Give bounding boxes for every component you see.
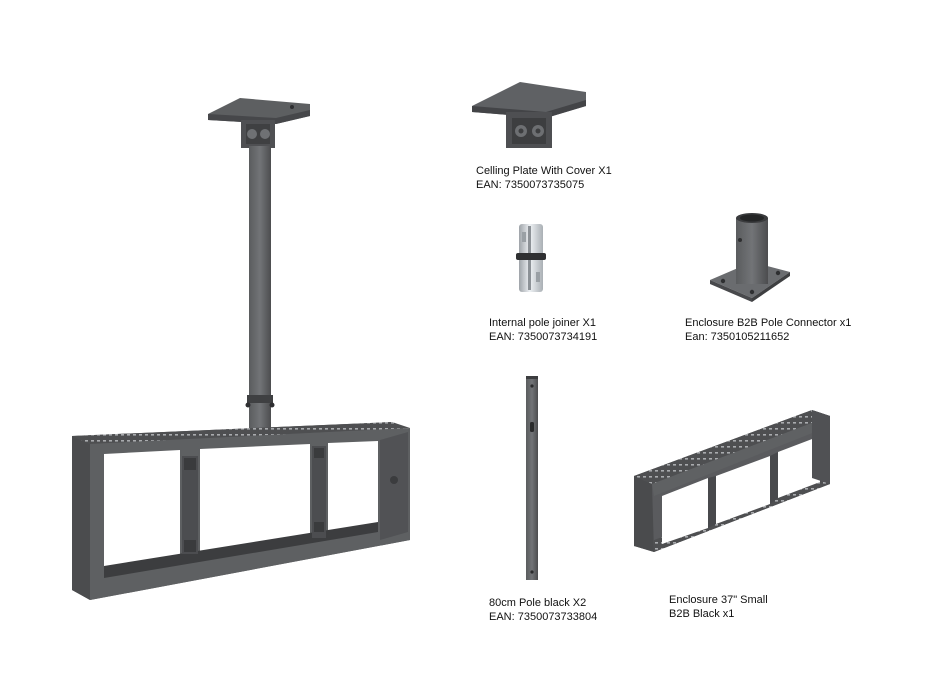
part-ean: Ean: 7350105211652 bbox=[685, 331, 790, 343]
part-name: Celling Plate With Cover X1 bbox=[476, 165, 612, 177]
part-name: Internal pole joiner X1 bbox=[489, 317, 597, 329]
ceiling-plate-caption: Celling Plate With Cover X1 EAN: 7350073… bbox=[476, 164, 612, 192]
enclosure-icon bbox=[634, 410, 830, 552]
part-ean: B2B Black x1 bbox=[669, 608, 735, 620]
enclosure-caption: Enclosure 37" Small B2B Black x1 bbox=[669, 593, 768, 621]
pole-caption: 80cm Pole black X2 EAN: 7350073733804 bbox=[489, 596, 597, 624]
part-ean: EAN: 7350073733804 bbox=[489, 611, 598, 623]
part-name: Enclosure 37" Small bbox=[669, 594, 768, 606]
part-name: 80cm Pole black X2 bbox=[489, 597, 587, 609]
pole-joiner-icon bbox=[516, 224, 546, 292]
assembled-mount-illustration bbox=[72, 98, 410, 600]
pole-connector-icon bbox=[710, 213, 790, 302]
pole-connector-caption: Enclosure B2B Pole Connector x1 Ean: 735… bbox=[685, 316, 851, 344]
part-ean: EAN: 7350073734191 bbox=[489, 331, 598, 343]
part-name: Enclosure B2B Pole Connector x1 bbox=[685, 317, 852, 329]
pole-joiner-caption: Internal pole joiner X1 EAN: 73500737341… bbox=[489, 316, 597, 344]
ceiling-plate-icon bbox=[472, 82, 586, 148]
part-ean: EAN: 7350073735075 bbox=[476, 179, 585, 191]
pole-icon bbox=[526, 376, 538, 580]
